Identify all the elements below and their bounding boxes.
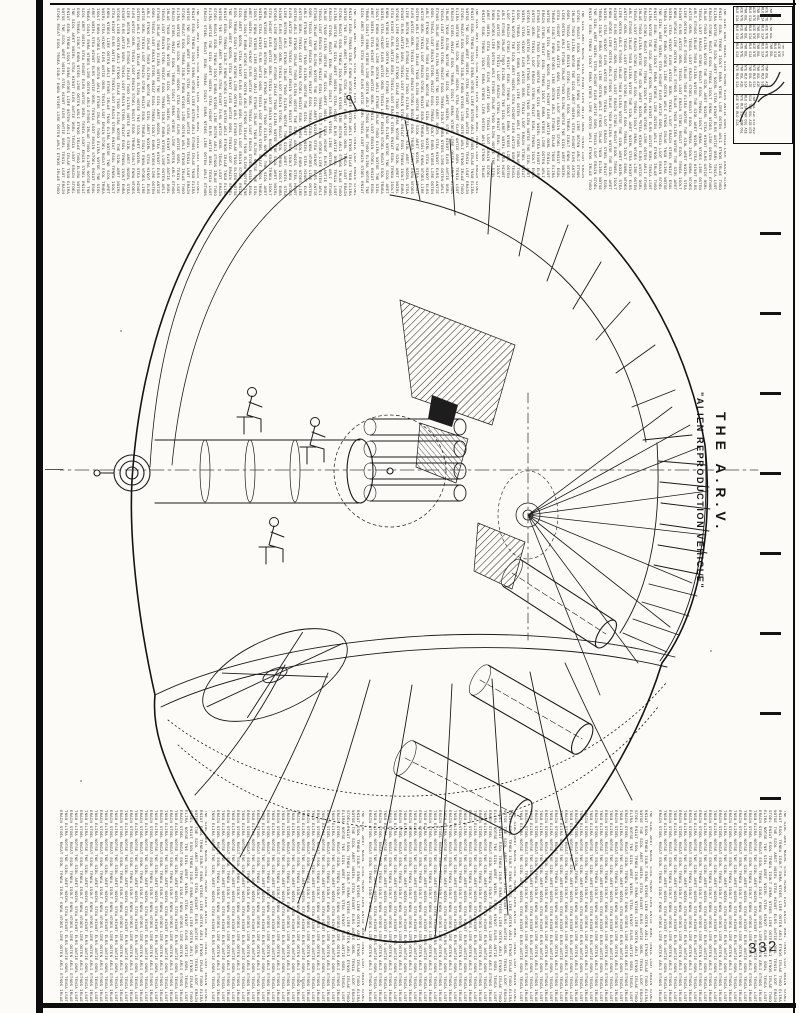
text-column: TNE SIOL ARET NOIRL STEA HINOT ELRS ANTI… [480,10,584,178]
edge-tick [760,312,781,315]
title-block-text: TNR OSL AIE NTE RLO SIA TNR OSL AIE NTE … [734,95,756,134]
text-column: TNE SIOL ARET NOIRL STEA HINOT ELRS ANTI… [368,810,516,1002]
edge-tick [760,472,781,475]
drawing-title: THE A.R.V. [713,412,729,534]
canister-stack [363,418,467,502]
scan-speckle [640,120,642,122]
signature [739,71,785,123]
page-border-right [793,0,795,1013]
hatched-structures [399,299,526,590]
nose-cap [93,454,151,492]
turbine-disc [202,628,348,722]
text-column: TNE SIOL ARET NOIRL STEA HINOT ELRS ANTI… [204,8,356,196]
cutaway-drawing [60,95,759,943]
scan-speckle [500,60,502,62]
title-block: TNR OSL AIE NTE RLO SIA TNR OSL AIE NTE … [733,6,793,144]
title-block-text: TNR OSL AIE NTE RLO SIA TNR OSL AIE NTE … [734,65,768,88]
text-column: TNE SIOL ARET NOIRL STEA HINOT ELRS ANTI… [360,8,478,194]
page-border-top [50,3,796,5]
page-border-left [36,0,43,1013]
scan-speckle [710,650,712,652]
hub-and-spokes [497,406,709,696]
edge-tick [760,552,781,555]
thruster-cylinders [393,558,617,835]
edge-tick [760,712,781,715]
edge-tick [760,632,781,635]
edge-tick [760,152,781,155]
crew-figures [236,387,326,565]
text-column: TNE SIOL ARET NOIRL STEA HINOT ELRS ANTI… [520,810,652,1002]
scan-speckle [120,330,122,332]
title-block-text: TNR OSL AIE NTE RLO SIA TNR OSL AIE NTE … [734,7,772,22]
construction-lines [60,392,759,641]
text-column: TNE SIOL ARET NOIRL STEA HINOT ELRS ANTI… [587,8,726,190]
edge-tick [760,392,781,395]
central-column [154,414,447,528]
page-number: 332 [747,938,779,959]
scan-speckle [80,780,82,782]
hull-silhouette [130,109,709,943]
skirt [154,633,676,939]
text-column: TNE SIOL ARET NOIRL STEA HINOT ELRS ANTI… [58,810,207,1002]
centerline-stub [45,469,63,470]
title-block-text: TNR OSL AIE NTE RLO SIA TNR OSL AIE NTE … [734,43,785,58]
text-column: TNE SIOL ARET NOIRL STEA HINOT ELRS ANTI… [657,810,786,1002]
drawing-subtitle: "ALIEN REPRODUCTION VEHICLE" [695,392,705,590]
edge-tick [760,797,781,800]
title-block-text: TNR OSL AIE NTE RLO SIA TNR OSL AIE NTE … [734,25,772,40]
scan-speckle [300,980,302,982]
edge-tick [760,232,781,235]
rim-louver-band [619,442,711,662]
page-border-bottom [36,1003,796,1008]
antenna [346,95,358,112]
text-column: TNE SIOL ARET NOIRL STEA HINOT ELRS ANTI… [57,8,199,194]
edge-tick [760,14,781,17]
dome-interior-lines [149,129,348,468]
